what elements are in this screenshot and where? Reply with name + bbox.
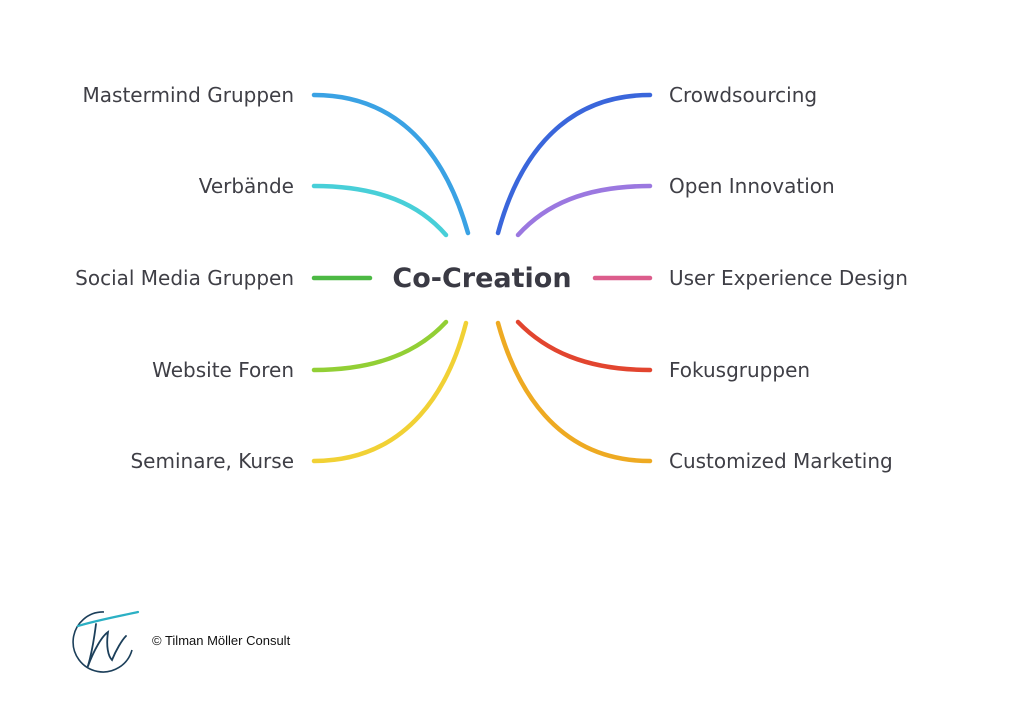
branch-label-user-experience-design: User Experience Design xyxy=(669,266,908,290)
branch-label-verbaende: Verbände xyxy=(199,174,294,198)
tm-signature-logo-icon xyxy=(72,610,140,673)
branch-label-fokusgruppen: Fokusgruppen xyxy=(669,358,810,382)
mindmap-diagram: Mastermind Gruppen Verbände Social Media… xyxy=(75,83,908,473)
copyright-text: © Tilman Möller Consult xyxy=(152,632,291,648)
branch-connector-crowdsourcing xyxy=(495,92,653,236)
center-topic-label: Co-Creation xyxy=(392,263,571,294)
branch-label-customized-marketing: Customized Marketing xyxy=(669,449,893,473)
branch-label-mastermind-gruppen: Mastermind Gruppen xyxy=(83,83,294,107)
branch-connector-website-foren xyxy=(311,319,449,373)
branch-connector-fokusgruppen xyxy=(515,319,653,373)
branch-label-open-innovation: Open Innovation xyxy=(669,174,835,198)
branch-label-seminare-kurse: Seminare, Kurse xyxy=(130,449,294,473)
branch-connector-seminare-kurse xyxy=(311,320,469,464)
branch-label-crowdsourcing: Crowdsourcing xyxy=(669,83,817,107)
branch-connector-verbaende xyxy=(311,183,449,238)
branch-connector-open-innovation xyxy=(515,183,653,238)
branch-connector-customized-marketing xyxy=(495,320,653,464)
footer: © Tilman Möller Consult xyxy=(68,606,290,674)
branch-connector-mastermind-gruppen xyxy=(311,92,471,236)
branch-label-social-media-gruppen: Social Media Gruppen xyxy=(75,266,294,290)
branch-label-website-foren: Website Foren xyxy=(152,358,294,382)
